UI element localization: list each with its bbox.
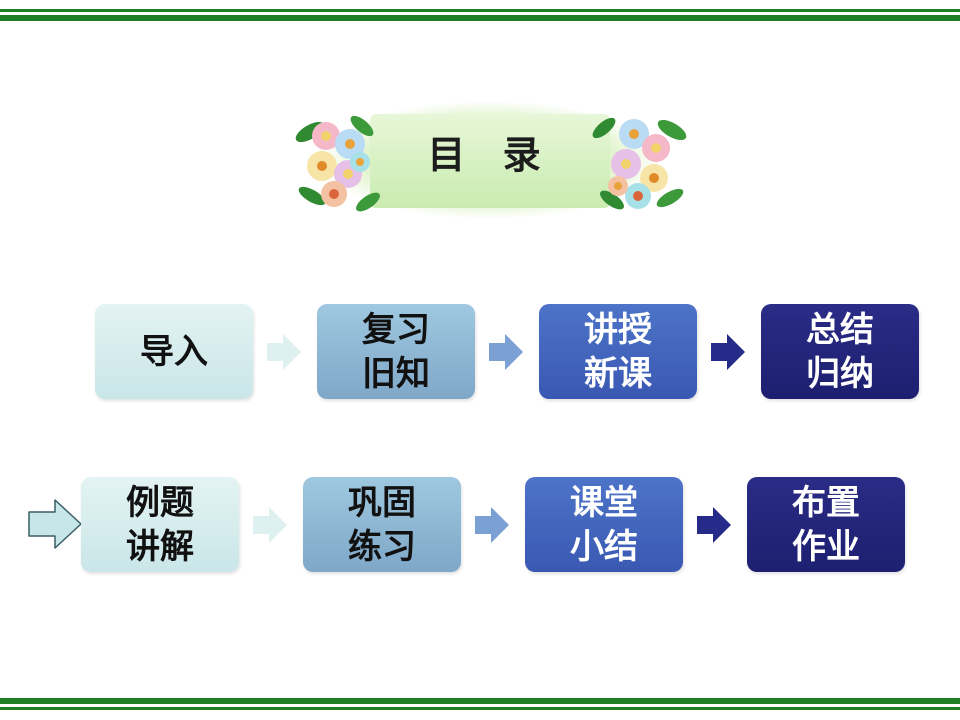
step-intro[interactable]: 导入 bbox=[95, 304, 253, 399]
step-review[interactable]: 复习 旧知 bbox=[317, 304, 475, 399]
step-summary[interactable]: 总结 归纳 bbox=[761, 304, 919, 399]
chevron-arrow-icon bbox=[253, 507, 287, 543]
chevron-arrow-icon bbox=[475, 507, 509, 543]
page-title: 目 录 bbox=[427, 132, 553, 177]
chevron-arrow-icon bbox=[489, 334, 523, 370]
chevron-arrow-icon bbox=[711, 334, 745, 370]
chevron-arrow-icon bbox=[267, 334, 301, 370]
flower-bouquet-icon bbox=[592, 117, 687, 210]
step-homework[interactable]: 布置 作业 bbox=[747, 477, 905, 572]
flower-bouquet-icon bbox=[295, 115, 380, 212]
step-new-lesson[interactable]: 讲授 新课 bbox=[539, 304, 697, 399]
step-class-summary[interactable]: 课堂 小结 bbox=[525, 477, 683, 572]
title-banner: 目 录 bbox=[292, 96, 688, 224]
step-practice[interactable]: 巩固 练习 bbox=[303, 477, 461, 572]
right-arrow-icon bbox=[28, 499, 82, 549]
step-examples[interactable]: 例题 讲解 bbox=[81, 477, 239, 572]
chevron-arrow-icon bbox=[697, 507, 731, 543]
